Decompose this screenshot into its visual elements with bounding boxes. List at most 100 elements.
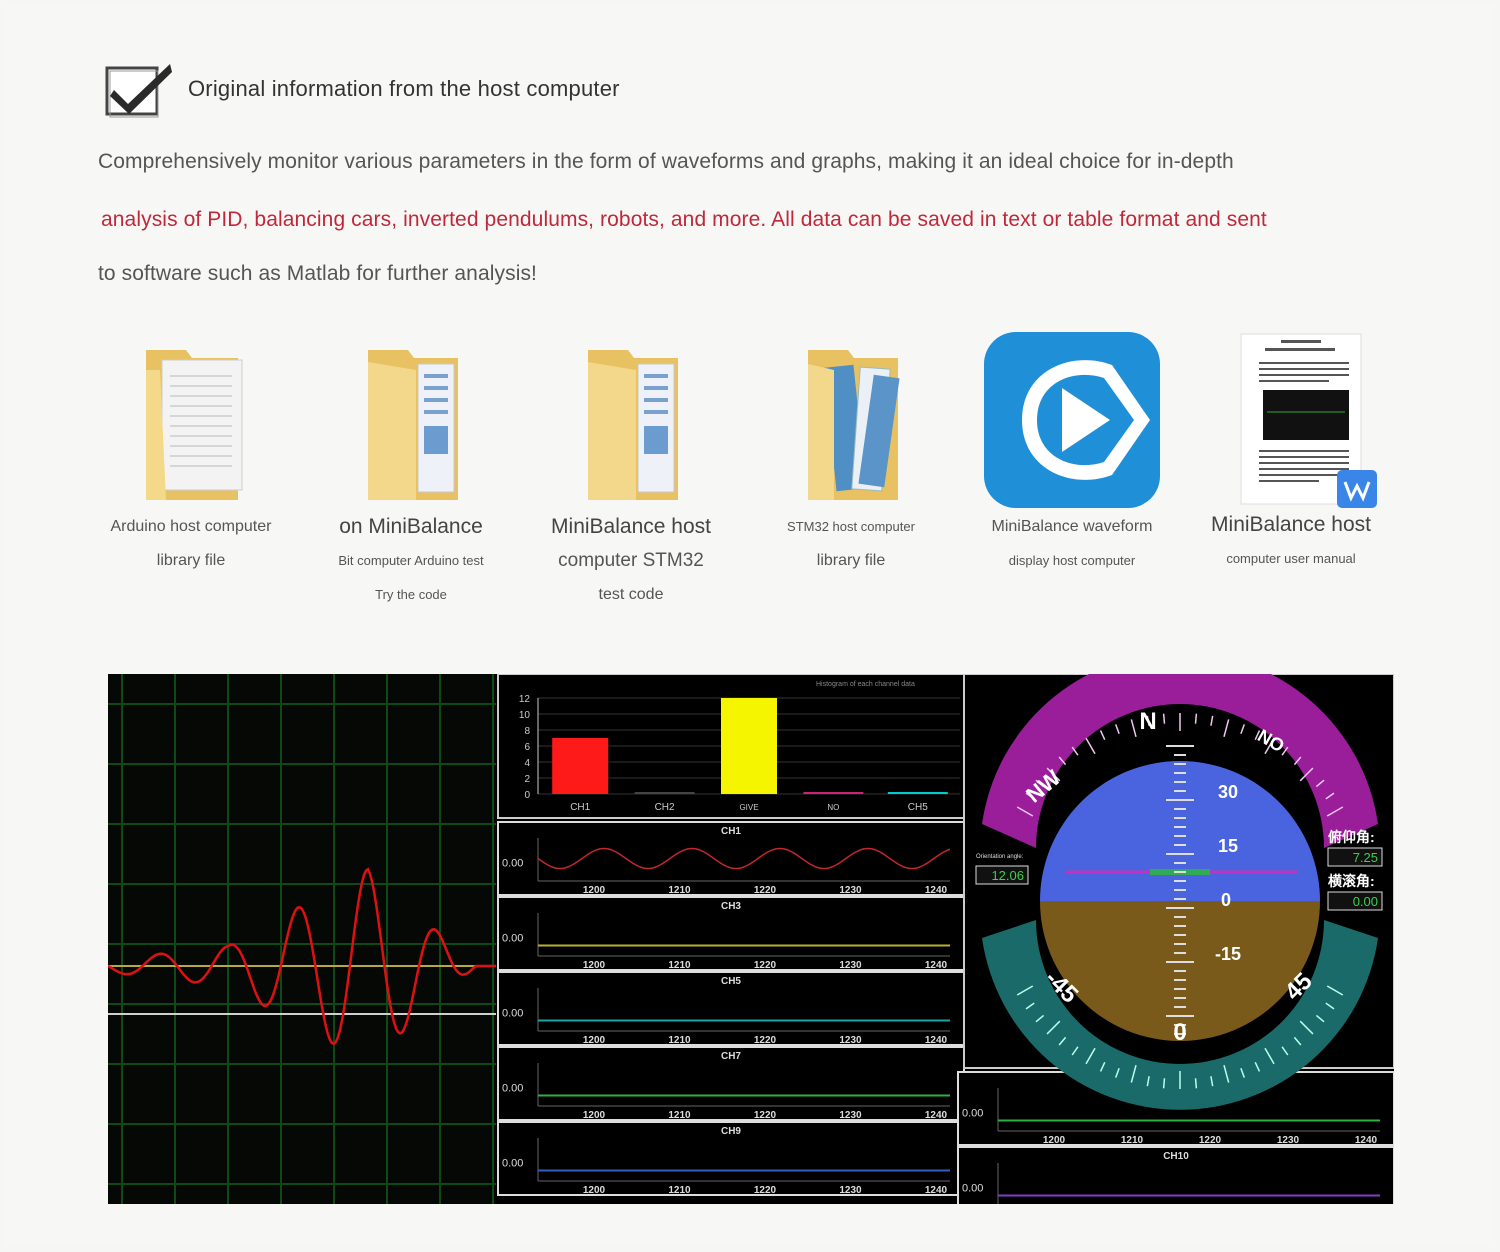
file-caption-line-1: Arduino host computer — [110, 518, 272, 535]
roll-tick — [1016, 985, 1034, 996]
roll-label: 0 — [1173, 1019, 1186, 1046]
channel-name: CH3 — [721, 901, 741, 912]
roll-tick — [1162, 1078, 1166, 1089]
x-tick-label: 1230 — [839, 960, 862, 971]
screenshot-canvas: Histogram of each channel data 121086420… — [107, 652, 1395, 1221]
x-tick-label: 1210 — [668, 1035, 691, 1046]
roll-tick — [1046, 1020, 1061, 1035]
histogram-y-tick: 4 — [524, 758, 530, 769]
heading-tick — [1223, 719, 1230, 737]
x-tick-label: 1240 — [1355, 1135, 1378, 1146]
file-stm32-library[interactable]: STM32 host computer library file — [741, 330, 961, 578]
x-tick-label: 1210 — [668, 960, 691, 971]
heading-tick — [1114, 724, 1120, 734]
roll-tick — [1326, 985, 1344, 996]
file-caption-line-2: computer STM32 — [558, 550, 704, 571]
roll-tick — [1281, 1046, 1289, 1056]
channel-plot-frame — [497, 896, 965, 971]
roll-tick — [1264, 1047, 1275, 1065]
roll-tick — [1210, 1076, 1214, 1087]
oscilloscope-panel — [107, 674, 496, 1204]
x-tick-label: 1230 — [839, 1110, 862, 1121]
file-user-manual[interactable]: MiniBalance host computer user manual — [1181, 330, 1401, 576]
roll-tick — [1114, 1068, 1120, 1078]
pitch-label: 15 — [1218, 836, 1238, 856]
heading-tick — [1315, 779, 1325, 788]
channel-plot-frame — [497, 971, 965, 1046]
section-title: Original information from the host compu… — [188, 76, 620, 101]
x-tick-label: 1200 — [583, 1185, 606, 1196]
pitch-label: 30 — [1218, 782, 1238, 802]
x-tick-label: 1200 — [583, 1035, 606, 1046]
roll-value: 0.00 — [1353, 894, 1378, 909]
heading-tick — [1281, 746, 1289, 756]
pitch-label: 0 — [1221, 890, 1231, 910]
histogram-title: Histogram of each channel data — [816, 681, 915, 688]
heading-tick — [1146, 715, 1150, 726]
file-stm32-test-code[interactable]: MiniBalance host computer STM32 test cod… — [521, 330, 741, 612]
channel-value: 0.00 — [962, 1183, 983, 1195]
roll-tick — [1223, 1065, 1230, 1083]
channel-name: CH1 — [721, 826, 741, 837]
histogram-y-tick: 12 — [519, 694, 531, 705]
x-tick-label: 1230 — [1277, 1135, 1300, 1146]
x-tick-label: 1230 — [839, 1035, 862, 1046]
histogram-category-label: GIVE — [739, 803, 758, 812]
histogram-panel: Histogram of each channel data 121086420… — [497, 673, 965, 819]
roll-tick — [1315, 1014, 1325, 1023]
roll-tick — [1293, 1036, 1302, 1046]
roll-tick — [1058, 1036, 1067, 1046]
heading-tick — [1130, 719, 1137, 737]
folder-notebook-icon — [808, 350, 900, 500]
roll-tick — [1240, 1068, 1246, 1078]
heading-tick — [1325, 792, 1335, 800]
x-tick-label: 1220 — [754, 1110, 777, 1121]
histogram-y-tick: 8 — [524, 726, 530, 737]
heading-tick — [1194, 713, 1198, 724]
roll-tick — [1025, 1002, 1035, 1010]
x-tick-label: 1240 — [925, 1035, 948, 1046]
file-caption-line-3: test code — [598, 586, 664, 603]
file-caption-line-1: on MiniBalance — [339, 515, 483, 538]
x-tick-label: 1240 — [925, 960, 948, 971]
channel-value: 0.00 — [962, 1108, 983, 1120]
x-tick-label: 1230 — [839, 885, 862, 896]
section-header: Original information from the host compu… — [104, 60, 620, 118]
heading-tick — [1162, 713, 1166, 724]
file-arduino-library[interactable]: Arduino host computer library file — [81, 330, 301, 578]
channel-value: 0.00 — [502, 933, 523, 945]
roll-tick — [1146, 1076, 1150, 1087]
description-line-3: to software such as Matlab for further a… — [98, 262, 537, 285]
file-caption-line-2: Bit computer Arduino test — [338, 553, 484, 568]
file-caption-line-1: MiniBalance host — [1211, 513, 1371, 536]
app-waveform-host[interactable]: MiniBalance waveform display host comput… — [962, 330, 1182, 578]
description-line-1: Comprehensively monitor various paramete… — [98, 150, 1234, 173]
folder-doc-icon — [146, 350, 243, 500]
heading-tick — [1293, 756, 1302, 766]
x-tick-label: 1200 — [583, 1110, 606, 1121]
channel-name: CH7 — [721, 1051, 741, 1062]
heading-tick — [1210, 715, 1214, 726]
histogram-y-tick: 6 — [524, 742, 530, 753]
x-tick-label: 1210 — [668, 1110, 691, 1121]
file-caption-line-2: library file — [156, 552, 226, 569]
roll-tick — [1071, 1046, 1079, 1056]
histogram-y-tick: 2 — [524, 774, 530, 785]
file-caption-line-3: Try the code — [375, 587, 447, 602]
histogram-category-label: NO — [827, 803, 839, 812]
heading-tick — [1046, 767, 1061, 782]
file-caption-line-2: computer user manual — [1226, 551, 1356, 566]
x-tick-label: 1240 — [925, 1110, 948, 1121]
histogram-y-tick: 10 — [519, 710, 531, 721]
pitch-value: 7.25 — [1353, 850, 1378, 865]
histogram-bar — [721, 698, 777, 794]
heading-tick — [1099, 730, 1106, 740]
histogram-category-label: CH5 — [908, 802, 928, 813]
file-arduino-test-code[interactable]: on MiniBalance Bit computer Arduino test… — [301, 330, 521, 612]
channel-value: 0.00 — [502, 858, 523, 870]
x-tick-label: 1230 — [839, 1185, 862, 1196]
x-tick-label: 1200 — [583, 960, 606, 971]
roll-tick — [1035, 1014, 1045, 1023]
pitch-label: 俯仰角: — [1328, 829, 1375, 845]
